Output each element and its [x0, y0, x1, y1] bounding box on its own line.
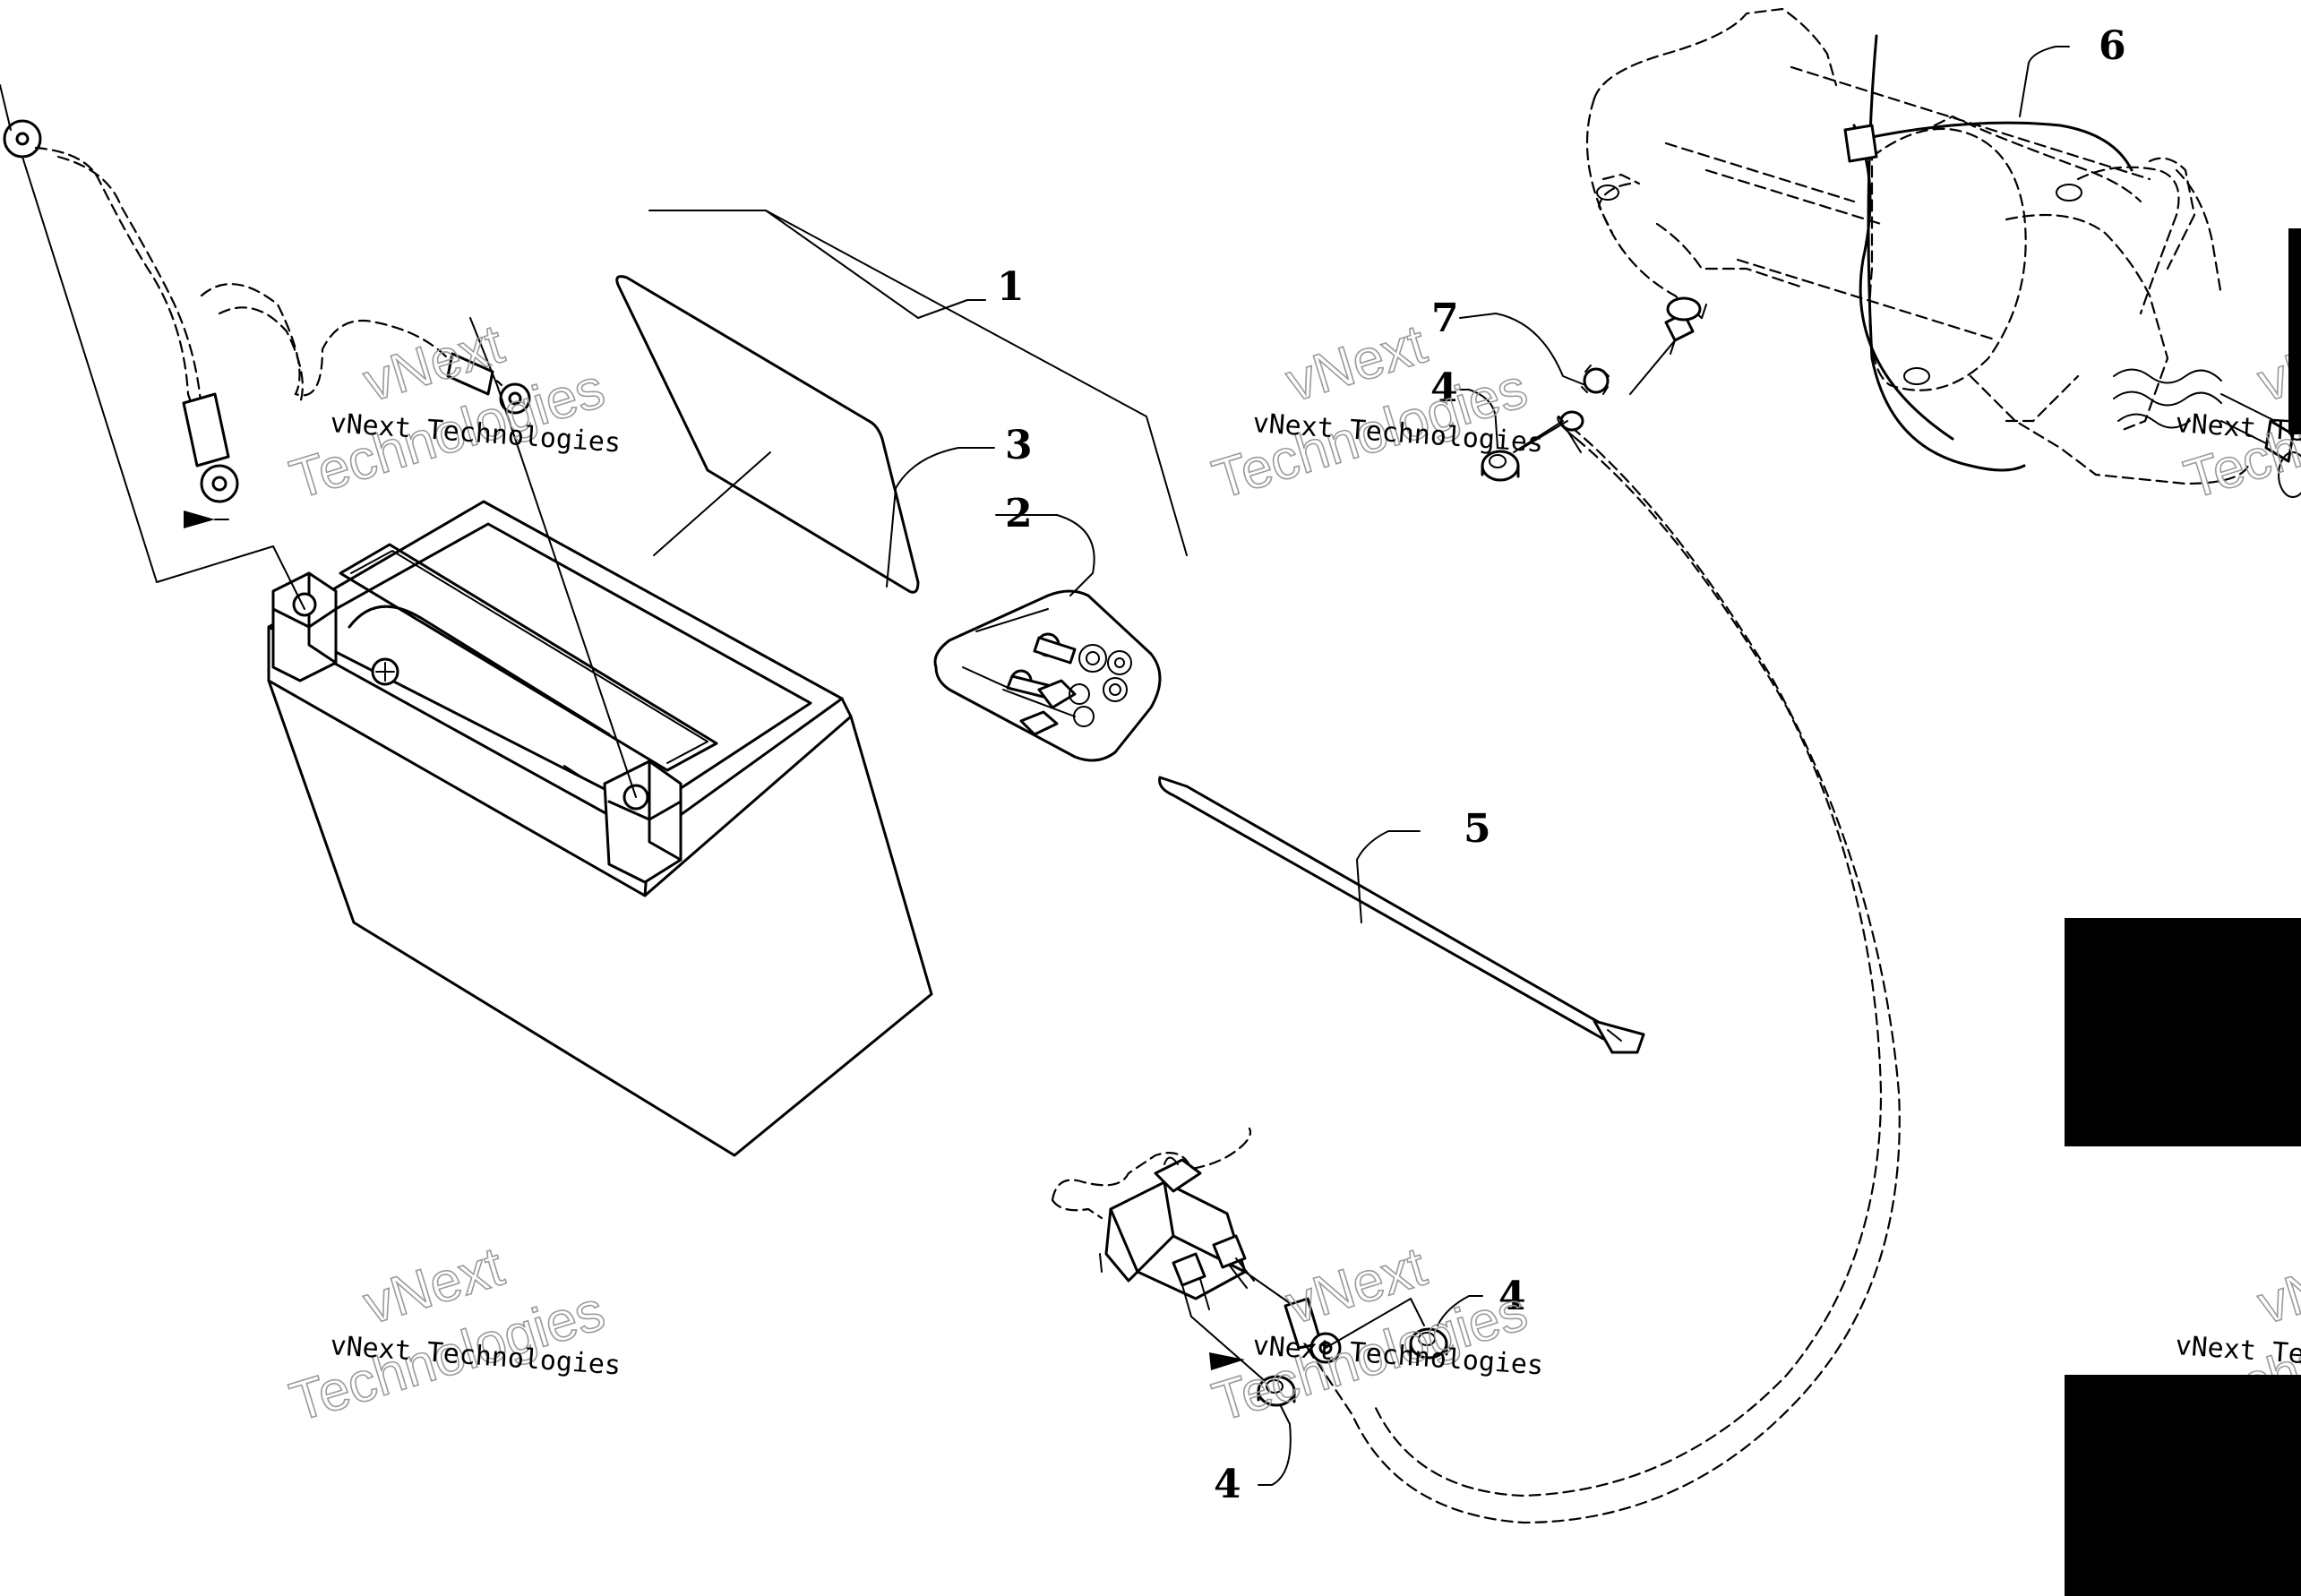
callout-5: 5 [1464, 806, 1491, 852]
callout-4-right: 4 [1498, 1274, 1526, 1319]
hardware-nut-upper [1481, 420, 1564, 482]
edge-block-top [2288, 228, 2301, 434]
starter-solenoid [1051, 1127, 1255, 1317]
hardware-nut-lower [1190, 1316, 1296, 1407]
battery [267, 500, 933, 1157]
watermark-3: vNext Technologies [2177, 313, 2301, 512]
hardware-kit-bag [933, 589, 1162, 762]
battery-pad [615, 275, 920, 594]
battery-cables [0, 84, 637, 798]
callout-4-upper: 4 [1430, 365, 1458, 411]
watermark-1: vNext Technologies [283, 313, 613, 512]
callout-4-lower: 4 [1214, 1462, 1241, 1507]
edge-block-middle [2065, 918, 2301, 1146]
hardware-nut-right [1325, 1298, 1448, 1360]
callout-6: 6 [2099, 23, 2126, 69]
watermark-2: vNext Technologies [1206, 313, 1535, 512]
callout-2: 2 [1005, 491, 1033, 536]
watermark-4: vNext Technologies [283, 1235, 613, 1435]
callout-3: 3 [1005, 423, 1033, 468]
callout-1: 1 [997, 264, 1025, 310]
starter-cable [1315, 410, 1901, 1524]
lock-washer [1581, 365, 1610, 395]
cable-tie [1158, 776, 1645, 1054]
callout-7: 7 [1431, 296, 1459, 341]
callout-leaders [648, 46, 2070, 1486]
callout-numbers: 1 2 3 4 4 4 5 6 7 [997, 23, 2126, 1507]
edge-block-bottom [2065, 1375, 2301, 1596]
starter-motor [1585, 7, 2301, 498]
watermark-brand-top: vNext [2251, 1236, 2301, 1336]
wiring-harness [1843, 34, 2134, 472]
